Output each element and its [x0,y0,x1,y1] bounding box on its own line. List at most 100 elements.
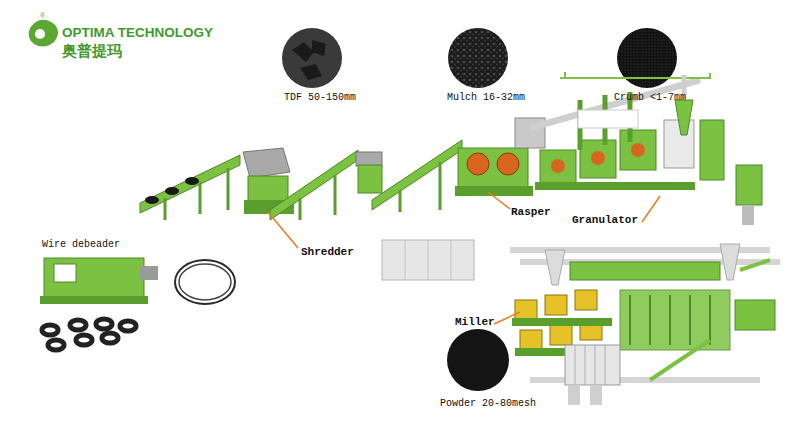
plant-frame [570,262,720,280]
collector-bin [568,385,580,405]
collector-bin [590,385,602,405]
plant-cyclone [720,244,740,280]
machine-label: Miller [455,316,495,329]
debeader-base [40,296,148,304]
mill-unit [545,295,567,315]
granulator-unit [620,130,656,170]
sieve-posts [630,295,710,345]
product-label: Powder 20-80mesh [440,398,536,410]
debeader-hook [140,266,158,280]
mill-deck [512,318,612,326]
bagging-tower [700,120,724,180]
plant-pipes [510,250,780,380]
cabinet-doors [405,240,451,280]
pack-station [735,300,775,330]
brand-chinese: 奥普提玛 [62,42,122,59]
shredder-hopper [243,148,290,178]
conveyor-legs [300,175,335,220]
bead-ring [76,335,92,345]
machine-label: Wire debeader [42,239,120,251]
conveyor-belt [372,140,462,210]
secondary-hopper [356,152,382,166]
wire-coil [175,260,235,304]
shredder-conveyor [270,150,382,220]
bead-ring [48,340,64,350]
mill-unit [550,325,572,345]
tires [145,177,199,204]
cabinet-body [382,240,474,280]
rasper-body [458,148,528,188]
granulator-line [530,72,762,225]
machine-label: Granulator [572,214,638,227]
dust-collector [565,345,620,385]
plant-conveyors [650,260,770,380]
granulator-unit [540,150,576,184]
logo-leaf [29,20,58,47]
secondary-shredder [358,165,382,193]
conveyor-belt [270,150,358,220]
product-label: Mulch 16-32mm [447,92,525,104]
tire [165,187,179,195]
registered-mark: ® [40,12,45,20]
rasper-base [455,186,533,196]
leader-line [488,192,510,209]
logo-mark [29,20,58,47]
debeader-window [54,264,76,282]
filter-bags [575,345,605,385]
debeader-body [44,258,144,298]
tdf-chip [292,40,326,80]
product-label: TDF 50-150mm [284,92,356,104]
conveyor-legs [400,162,440,212]
bead-rings [42,319,136,350]
cyclone [675,100,693,135]
tire [185,177,199,185]
separator-box [664,120,694,168]
leader-line [642,196,660,222]
tdf-sample [282,28,342,88]
bead-ring [120,321,136,331]
control-cabinet [382,240,474,280]
wire-coil [179,264,231,300]
sieve-frame [620,290,730,350]
wire-debeader [40,258,235,350]
conveyor-legs [165,168,228,220]
rasper-rotor [467,153,489,175]
granulator-unit [580,140,616,178]
mill-unit [575,290,597,310]
leader-lines [268,192,660,324]
product-label: Crumb <1-7mm [614,92,686,104]
brand-name: OPTIMA TECHNOLOGY [62,25,213,41]
machine-label: Shredder [301,246,354,259]
tank-outlet [742,205,754,225]
rasper-conveyor [372,140,462,212]
powder-sample [447,329,509,391]
granulator-rotor [591,151,605,165]
line-base [535,182,695,190]
bead-ring [42,325,58,335]
leader-line [494,312,520,324]
bead-ring [96,319,112,329]
mill-unit [515,300,537,320]
granulator-rotor [551,159,565,173]
screen-deck [578,110,638,128]
plant-cyclone [545,250,565,285]
bead-ring [70,320,86,330]
infeed-conveyor [140,155,240,220]
conveyor-belt [140,155,240,213]
mill-unit [520,330,542,350]
granulator-rotor [631,143,645,157]
leader-line [268,212,298,248]
shredder-body [248,176,288,202]
machine-label: Rasper [511,206,551,219]
material-samples [282,28,677,391]
tire [145,196,159,204]
logo-eye [35,29,45,39]
platform-rail [560,72,710,78]
bead-ring [102,333,118,343]
mulch-sample [448,28,508,88]
milling-plant [510,244,780,405]
rasper-rotor [497,153,519,175]
storage-tank [736,165,762,205]
